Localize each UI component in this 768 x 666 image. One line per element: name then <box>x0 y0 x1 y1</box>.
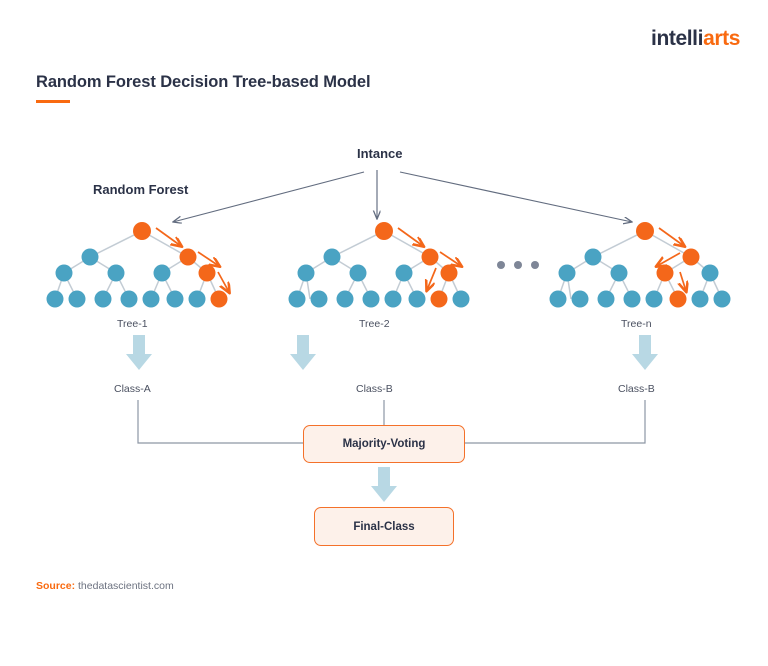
tree-node <box>362 290 380 308</box>
tree-node <box>395 264 413 282</box>
tree-node <box>94 290 112 308</box>
tree-n-path-arrows <box>657 227 686 291</box>
tree-node <box>349 264 367 282</box>
tree-root-node <box>636 222 654 240</box>
tree-n-label: Tree-n <box>621 318 652 330</box>
tree-node <box>323 248 341 266</box>
tree-node-highlight <box>669 290 687 308</box>
title-underline-accent <box>36 100 70 103</box>
tree-node <box>691 290 709 308</box>
tree-node <box>452 290 470 308</box>
tree-node <box>584 248 602 266</box>
tree-node <box>55 264 73 282</box>
random-forest-label: Random Forest <box>93 182 189 197</box>
tree-2-label: Tree-2 <box>359 318 390 330</box>
tree-node <box>610 264 628 282</box>
tree-n-graphic <box>549 222 731 308</box>
tree-node <box>46 290 64 308</box>
class-b-label-tree2: Class-B <box>356 383 393 395</box>
tree-node <box>549 290 567 308</box>
tree-node-highlight <box>421 248 439 266</box>
tree-node <box>310 290 328 308</box>
class-arrow-tree1 <box>126 335 152 370</box>
tree-node <box>297 264 315 282</box>
final-class-box[interactable]: Final-Class <box>314 507 454 546</box>
tree-node <box>384 290 402 308</box>
tree-node <box>81 248 99 266</box>
tree-root-node <box>375 222 393 240</box>
voting-connector-lines <box>137 400 646 444</box>
logo-accent-text: arts <box>703 27 740 50</box>
instance-distribution-arrows <box>173 170 632 222</box>
tree-node <box>166 290 184 308</box>
tree-node <box>597 290 615 308</box>
class-arrow-treen <box>632 335 658 370</box>
tree-node <box>68 290 86 308</box>
tree-to-class-arrows <box>126 335 658 370</box>
instance-label: Intance <box>357 146 403 161</box>
majority-voting-box[interactable]: Majority-Voting <box>303 425 465 463</box>
tree-node <box>288 290 306 308</box>
class-arrow-tree2-offset <box>290 335 316 370</box>
source-credit: Source: thedatascientist.com <box>36 580 174 592</box>
tree-1-label: Tree-1 <box>117 318 148 330</box>
tree-2-graphic <box>288 222 470 308</box>
tree-2-path-arrows <box>397 227 461 290</box>
tree-node-highlight <box>440 264 458 282</box>
source-key: Source: <box>36 580 76 592</box>
tree-node-highlight <box>198 264 216 282</box>
tree-node <box>571 290 589 308</box>
tree-node <box>408 290 426 308</box>
page-title: Random Forest Decision Tree-based Model <box>36 73 371 91</box>
source-value: thedatascientist.com <box>78 580 174 592</box>
tree-root-node <box>133 222 151 240</box>
tree-node-highlight <box>682 248 700 266</box>
tree-node <box>701 264 719 282</box>
tree-node <box>120 290 138 308</box>
tree-node <box>645 290 663 308</box>
tree-1-path-arrows <box>155 227 229 292</box>
class-a-label: Class-A <box>114 383 151 395</box>
tree-node <box>713 290 731 308</box>
logo-primary-text: intelli <box>651 27 704 50</box>
tree-1-graphic <box>46 222 230 308</box>
tree-node <box>107 264 125 282</box>
final-class-arrow <box>371 467 397 502</box>
tree-node <box>623 290 641 308</box>
tree-node <box>336 290 354 308</box>
tree-node <box>558 264 576 282</box>
brand-logo: intelliarts <box>651 28 740 49</box>
tree-node-highlight <box>210 290 228 308</box>
tree-node <box>188 290 206 308</box>
tree-node-highlight <box>430 290 448 308</box>
tree-node <box>142 290 160 308</box>
tree-node-highlight <box>656 264 674 282</box>
class-b-label-treen: Class-B <box>618 383 655 395</box>
ellipsis-dots <box>497 261 539 269</box>
tree-node-highlight <box>179 248 197 266</box>
tree-node <box>153 264 171 282</box>
